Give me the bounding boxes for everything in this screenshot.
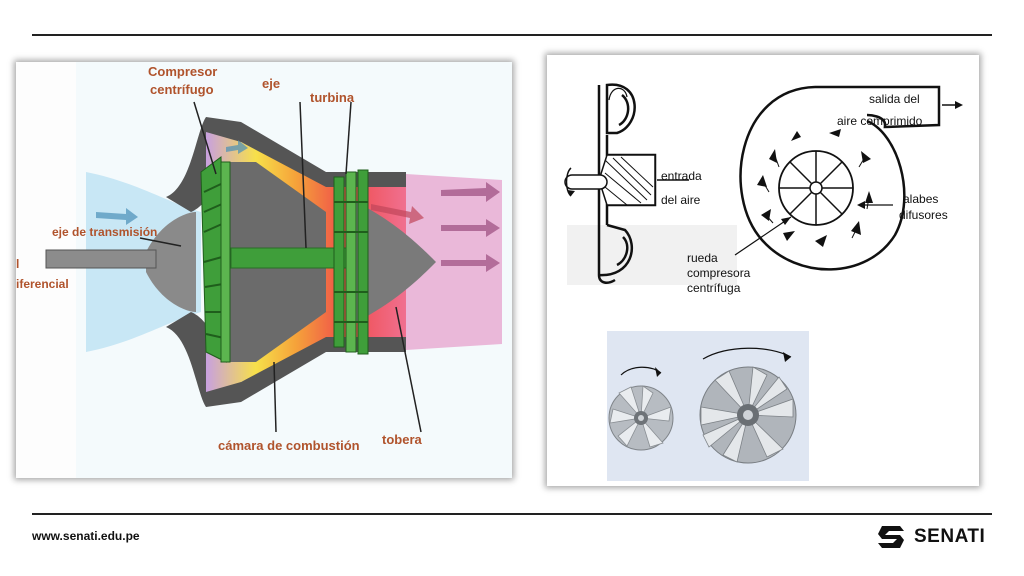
outlet-arrowhead xyxy=(955,101,963,109)
label-vanes-line1: alabes xyxy=(903,192,938,206)
senati-logo-text: SENATI xyxy=(914,526,986,547)
label-compressor-line2: centrífugo xyxy=(150,82,214,97)
label-transmission-shaft: eje de transmisión xyxy=(52,225,157,239)
label-inlet-line2: del aire xyxy=(661,193,701,207)
exhaust-arrows xyxy=(441,182,500,272)
senati-logo: SENATI xyxy=(876,522,985,552)
centrifugal-compressor-diagram: entrada del aire xyxy=(547,55,979,486)
jet-engine-diagram: Compresor centrífugo eje turbina eje de … xyxy=(16,62,512,478)
label-outlet-line1: salida del xyxy=(869,92,920,106)
combustion-arrows xyxy=(371,204,424,224)
label-inlet-line1: entrada xyxy=(661,169,702,183)
compressor-front-view xyxy=(739,85,963,271)
jet-engine-diagram-panel: Compresor centrífugo eje turbina eje de … xyxy=(16,62,512,478)
compressor-shaft xyxy=(564,174,608,190)
label-nozzle: tobera xyxy=(382,432,423,447)
turbine-blades xyxy=(333,169,369,355)
label-differential-line1: l xyxy=(16,257,19,271)
large-impeller xyxy=(699,366,797,464)
label-turbine: turbina xyxy=(310,90,355,105)
bottom-divider xyxy=(32,513,992,515)
scan-shading xyxy=(567,225,737,285)
transmission-shaft xyxy=(45,249,157,269)
label-shaft: eje xyxy=(262,76,280,91)
label-wheel-line1: rueda xyxy=(687,251,718,265)
label-wheel-line3: centrífuga xyxy=(687,281,741,295)
wheel-leader xyxy=(734,216,792,256)
impeller-vanes xyxy=(779,151,853,225)
shaft-rotation-arrowhead xyxy=(567,190,575,196)
leader-lines xyxy=(139,101,422,433)
vanes-leader-arrowhead xyxy=(857,201,865,209)
wheel-leader-arrowhead xyxy=(781,217,791,225)
large-rotation-arrowhead xyxy=(783,352,791,362)
label-differential-line2: iferencial xyxy=(16,277,69,291)
senati-logo-icon xyxy=(878,526,904,548)
wheel-hatching xyxy=(604,156,654,206)
impeller-photo xyxy=(607,331,809,481)
footer-url[interactable]: www.senati.edu.pe xyxy=(32,529,140,543)
compressor-blades xyxy=(200,156,231,363)
top-divider xyxy=(32,34,992,36)
label-vanes-line2: difusores xyxy=(899,208,948,222)
label-wheel-line2: compresora xyxy=(687,266,751,280)
exhaust-cone xyxy=(356,202,436,322)
diffuser-vane-tails xyxy=(762,155,870,239)
compressor-side-section xyxy=(597,83,657,284)
shaft-rotation-arrow xyxy=(565,167,572,197)
label-outlet-line2: aire comprimido xyxy=(837,114,923,128)
small-rotation-arrowhead xyxy=(655,367,661,377)
intake-nose-cone xyxy=(146,212,196,312)
flow-curl-top xyxy=(608,87,628,101)
small-impeller xyxy=(608,385,674,451)
intake-arrows xyxy=(96,140,248,225)
label-combustion-chamber: cámara de combustión xyxy=(218,438,360,453)
centrifugal-compressor-panel: entrada del aire xyxy=(547,55,979,486)
label-compressor-line1: Compresor xyxy=(148,64,217,79)
